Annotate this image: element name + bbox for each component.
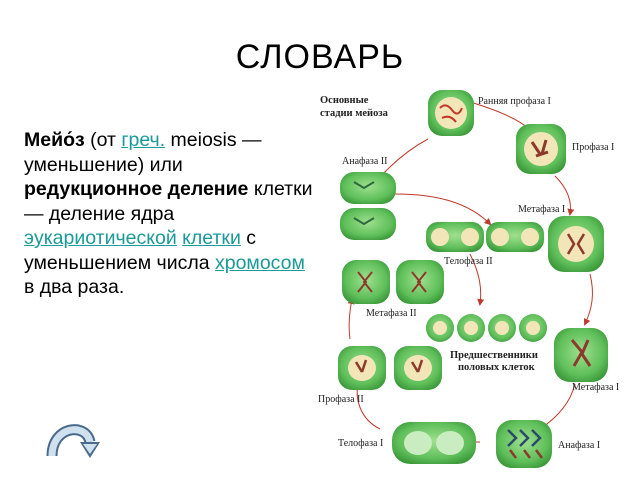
def-text-1: (от: [84, 129, 122, 151]
label-anaphase-2: Анафаза II: [342, 156, 387, 167]
cell-early-prophase-1: [428, 90, 474, 136]
label-precursors-2: половых клеток: [458, 362, 536, 373]
label-prophase-1: Профаза I: [572, 142, 614, 153]
link-greek[interactable]: греч.: [121, 129, 166, 151]
cell-anaphase-1: [496, 420, 552, 468]
cell-precursors: [426, 314, 547, 342]
next-arrow-button[interactable]: [46, 412, 102, 462]
label-precursors-1: Предшественники: [450, 350, 538, 361]
cell-anaphase-2: [340, 172, 396, 240]
def-text-6: в два раза.: [24, 276, 125, 298]
term-meiosis: Мейо́з: [24, 129, 85, 151]
link-eukaryotic[interactable]: эукариотической: [24, 227, 177, 249]
label-telophase-2: Телофаза II: [444, 256, 493, 267]
slide-title: СЛОВАРЬ: [235, 38, 405, 76]
curved-arrow-icon: [46, 424, 100, 458]
cell-prophase-2: [338, 346, 442, 390]
cell-prophase-1: [516, 124, 566, 174]
cell-metaphase-2: [342, 260, 444, 304]
term-reduction-division: редукционное деление: [24, 178, 249, 200]
diagram-heading-1: Основные: [320, 95, 369, 106]
cell-metaphase-1-b: [554, 328, 608, 382]
label-prophase-2: Профаза II: [318, 394, 364, 405]
diagram-heading-2: стадии мейоза: [320, 108, 389, 119]
def-text-3: клетки — деление ядра: [24, 178, 313, 225]
cell-telophase-1: [392, 422, 476, 464]
label-metaphase-1-b: Метафаза I: [572, 382, 619, 393]
cell-telophase-2: [426, 222, 544, 252]
def-text-2: meiosis — уменьшение) или: [24, 129, 262, 176]
label-anaphase-1: Анафаза I: [558, 440, 600, 451]
meiosis-stages-diagram: Основные стадии мейоза Ранняя профаза I …: [310, 84, 640, 476]
label-telophase-1: Телофаза I: [338, 438, 383, 449]
meiosis-cycle-svg: Основные стадии мейоза Ранняя профаза I …: [318, 90, 619, 468]
label-early-prophase-1: Ранняя профаза I: [478, 96, 551, 107]
def-text-5: с уменьшением числа: [24, 227, 257, 274]
cell-metaphase-1-a: [548, 216, 604, 272]
link-chromosomes[interactable]: хромосом: [214, 251, 305, 274]
definition-text: Мейо́з (от греч. meiosis — уменьшение) и…: [24, 128, 314, 300]
label-metaphase-2: Метафаза II: [366, 308, 417, 319]
label-metaphase-1-a: Метафаза I: [518, 204, 565, 215]
link-cell[interactable]: клетки: [182, 227, 241, 249]
